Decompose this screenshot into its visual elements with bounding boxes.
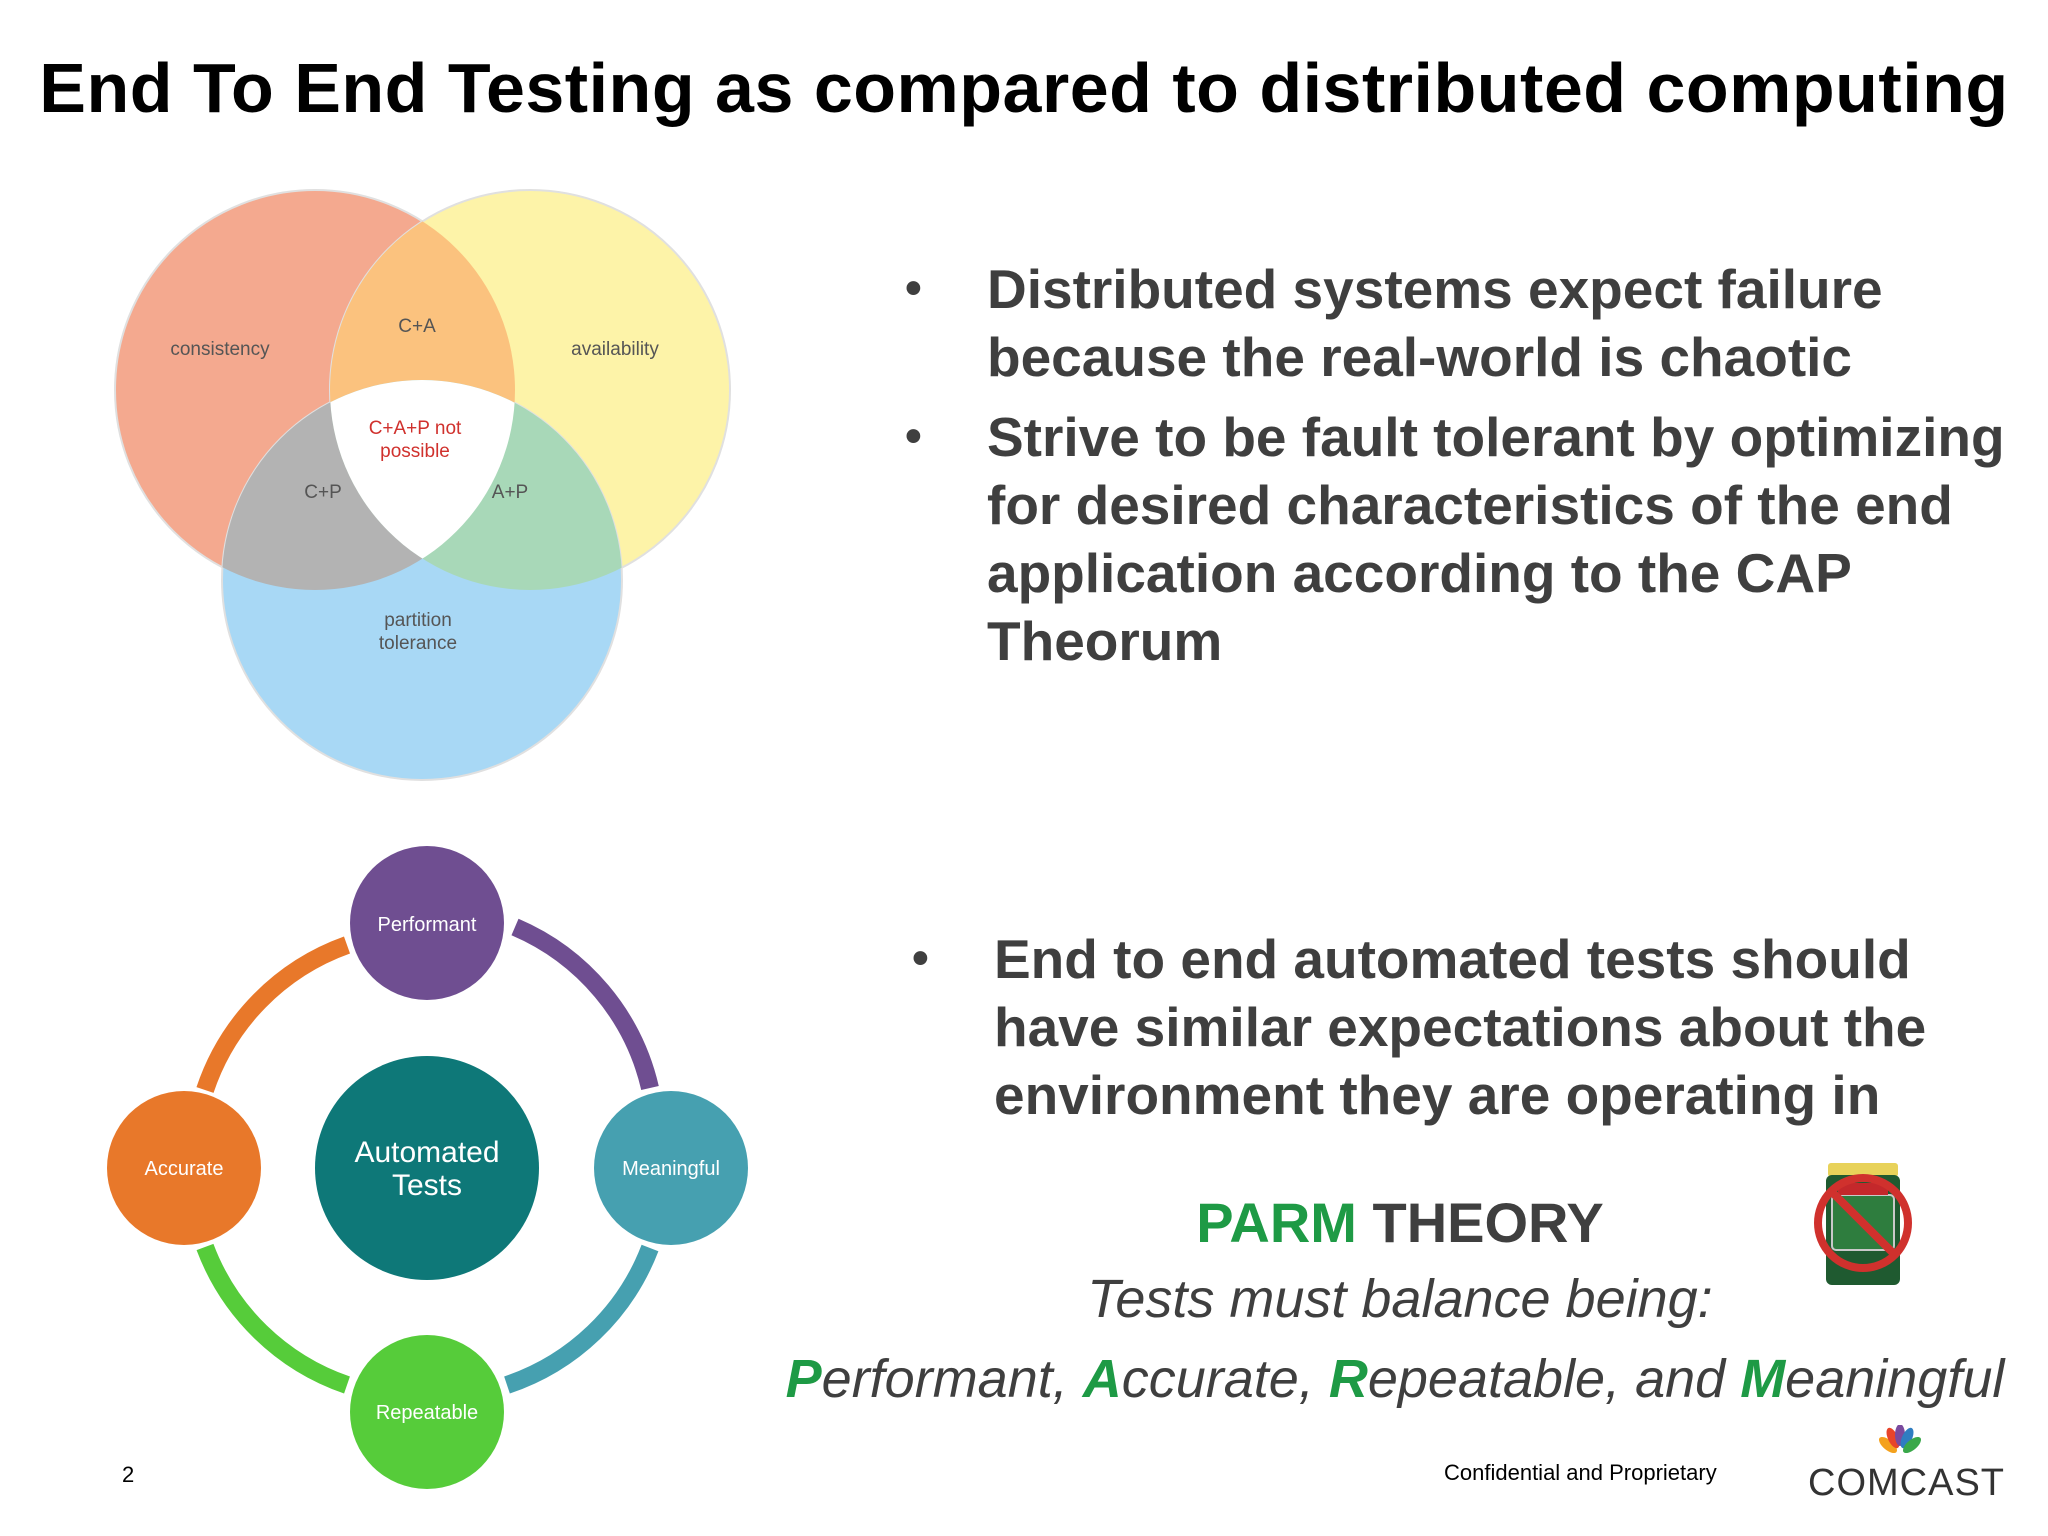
bullet-item: • Strive to be fault tolerant by optimiz… xyxy=(905,403,2015,675)
bullet-text: End to end automated tests should have s… xyxy=(994,928,1927,1126)
confidential-footer: Confidential and Proprietary xyxy=(1444,1460,1717,1485)
bullet-dot: • xyxy=(905,262,922,315)
parm-r: R xyxy=(1328,1349,1368,1409)
parm-subtitle: Tests must balance being: xyxy=(1087,1269,1713,1329)
meaningful-node xyxy=(594,1091,748,1245)
cap-venn-diagram: consistency availability C+A C+P A+P C+A… xyxy=(114,189,731,781)
bullet-text: Distributed systems expect failure becau… xyxy=(987,258,1883,388)
availability-label: availability xyxy=(571,339,659,360)
arc-top-left xyxy=(196,936,351,1093)
bullet-dot: • xyxy=(912,932,929,985)
performant-label: Performant xyxy=(378,914,477,936)
repeatable-label: Repeatable xyxy=(376,1402,478,1424)
comcast-logo-text: COMCAST xyxy=(1808,1462,2005,1504)
repeatable-node xyxy=(350,1335,504,1489)
theory-word: THEORY xyxy=(1356,1191,1604,1254)
bullet-item: • Distributed systems expect failure bec… xyxy=(905,255,2015,391)
parm-a-rest: ccurate, xyxy=(1121,1349,1329,1409)
accurate-label: Accurate xyxy=(145,1158,224,1180)
parm-cycle-diagram: Automated Tests Performant Meaningful Re… xyxy=(107,846,748,1489)
arc-top-right xyxy=(511,918,659,1091)
parmesan-can-icon xyxy=(1814,1163,1912,1285)
accurate-node xyxy=(107,1091,261,1245)
automated-tests-label-1: Automated xyxy=(354,1136,499,1169)
bullets-bottom: • End to end automated tests should have… xyxy=(912,925,2022,1141)
automated-tests-node xyxy=(315,1056,539,1280)
parm-m-rest: eaningful xyxy=(1785,1349,2005,1409)
meaningful-label: Meaningful xyxy=(622,1158,720,1180)
partition-label-1: partition xyxy=(384,610,452,631)
bullet-item: • End to end automated tests should have… xyxy=(912,925,2022,1129)
automated-tests-label-2: Tests xyxy=(392,1169,462,1202)
parm-p-rest: erformant, xyxy=(821,1349,1083,1409)
ca-label: C+A xyxy=(398,316,436,337)
parm-theory-title: PARM THEORY xyxy=(1080,1190,1720,1255)
partition-label-2: tolerance xyxy=(379,633,457,654)
parm-a: A xyxy=(1082,1349,1122,1409)
performant-node xyxy=(350,846,504,1000)
parm-definition: Performant, Accurate, Repeatable, and Me… xyxy=(745,1348,2045,1410)
slide-title: End To End Testing as compared to distri… xyxy=(39,49,2009,127)
bullets-top: • Distributed systems expect failure bec… xyxy=(905,255,2015,687)
bullet-text: Strive to be fault tolerant by optimizin… xyxy=(987,406,2005,672)
parm-m: M xyxy=(1740,1349,1786,1409)
parm-r-rest: epeatable, and xyxy=(1367,1349,1741,1409)
consistency-label: consistency xyxy=(170,339,270,360)
ap-label: A+P xyxy=(492,482,528,503)
cap-not-possible-label-2: possible xyxy=(380,441,450,462)
bullet-dot: • xyxy=(905,410,922,463)
arc-bottom-right xyxy=(504,1244,659,1394)
cap-not-possible-label-1: C+A+P not xyxy=(369,418,462,439)
parm-p: P xyxy=(785,1349,822,1409)
comcast-peacock-logo-icon xyxy=(1878,1425,1922,1454)
cp-label: C+P xyxy=(304,482,342,503)
parm-word: PARM xyxy=(1196,1191,1357,1254)
arc-bottom-left xyxy=(196,1243,350,1394)
page-number: 2 xyxy=(122,1462,135,1487)
